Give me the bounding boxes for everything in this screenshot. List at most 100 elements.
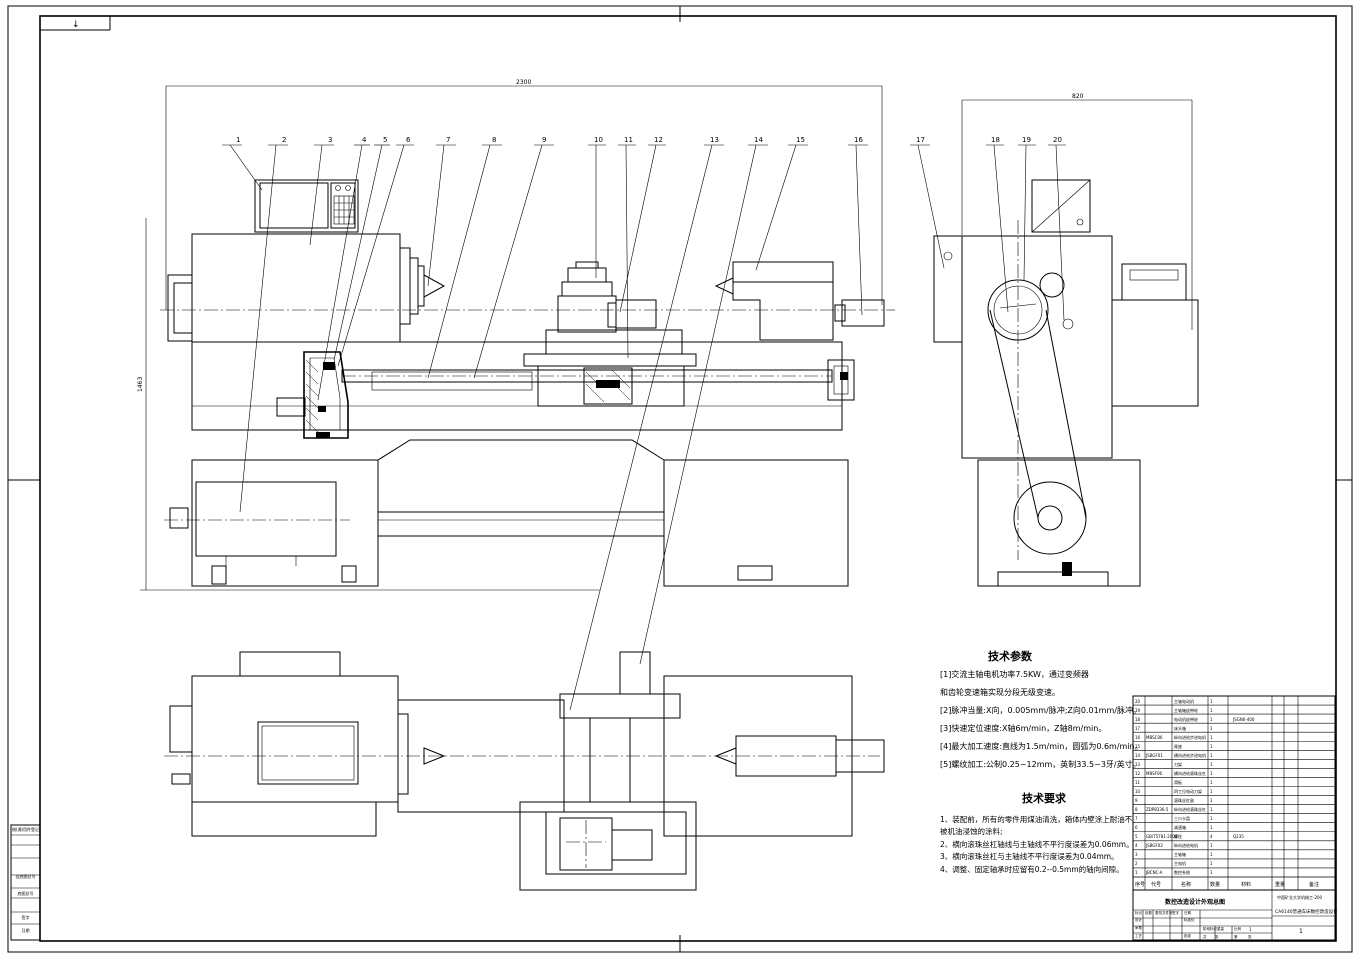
bom-cell-name: 横向进给滚珠丝杠 [1174,770,1206,776]
callout-7: 7 [446,136,450,144]
bom-cell-code: ZDP8336-5 [1146,807,1169,813]
bom-cell-no: 13 [1135,761,1141,767]
bom-cell-name: 主轴电动机 [1174,698,1194,704]
bom-header-qty: 数量 [1210,882,1221,888]
corner-mark: ↓ [72,20,80,30]
callout-3: 3 [328,136,332,144]
tb-label-design: 设计 [1135,918,1142,922]
leader-lines [222,144,1066,711]
callout-1: 1 [236,136,240,144]
title-block-grid [1133,890,1335,940]
design-name: CA6140普通车床数控改造设计 [1275,910,1338,915]
bom-cell-qty: 1 [1210,752,1213,758]
callout-6: 6 [406,136,411,144]
bom-cell-no: 8 [1135,807,1138,813]
tech-param-4: [3]快速定位速度:X轴6m/min，Z轴8m/min。 [940,724,1107,733]
tb-label-review: 审核 [1135,926,1142,930]
bom-cell-code: MBSC06 [1146,734,1163,740]
bom-cell-code: JBCNC-A [1146,870,1163,876]
bom-cell-no: 10 [1135,789,1141,794]
bom-cell-no: 20 [1135,698,1141,704]
bom-row-lines [1133,704,1335,878]
bom-cell-mat: JSGN0-400 [1233,716,1255,722]
callout-20: 20 [1053,136,1062,144]
bom-cell-no: 3 [1135,852,1138,858]
top-view [164,651,885,891]
bom-cell-no: 16 [1135,734,1141,740]
bom-cell-name: 纵向进给步进电机 [1174,734,1206,740]
callout-17: 17 [916,136,925,144]
tb-label-sheets: 张 [1215,935,1219,939]
bom-cell-qty: 1 [1210,707,1213,713]
tech-req-block: 技术要求 1、装配前，所有的零件用煤油清洗，箱体内壁涂上耐油不 被机油浸蚀的涂料… [940,792,1134,876]
bom-cell-no: 6 [1135,825,1138,831]
callout-4: 4 [362,136,367,144]
bom-cell-no: 1 [1135,870,1138,876]
bom-cell-no: 11 [1135,779,1141,785]
title-block: 数控改造设计外观总图 中国矿业大学机械工-200 CA6140普通车床数控改造设… [1133,890,1338,940]
dimension-lines: 2300 820 1463 [137,79,1193,591]
bom-cell-qty: 1 [1210,779,1213,785]
bom-grid [1132,695,1336,941]
tb-label-total: 共 [1203,935,1207,939]
callout-5: 5 [383,136,387,144]
bom-header-note: 备注 [1309,882,1320,888]
bom-cell-no: 19 [1135,707,1141,713]
callout-10: 10 [594,136,603,144]
tb-label-count: 处数 [1145,911,1152,915]
tb-label-weight: 重量 [1217,927,1224,931]
side-strip-grid [10,824,41,941]
bom-cell-qty: 1 [1210,843,1213,849]
tech-req-3: 2、横向滚珠丝杠轴线与主轴线不平行度误差为0.06mm。 [940,839,1134,849]
bom-cell-no: 14 [1135,752,1141,758]
bom-cell-name: 电动机皮带轮 [1174,716,1198,722]
tech-param-3: [2]脉冲当量:X向，0.005mm/脉冲;Z向0.01mm/脉冲。 [940,706,1141,715]
bom-cell-name: 主轴箱皮带轮 [1174,707,1198,713]
tech-req-title: 技术要求 [1022,792,1066,805]
tb-label-sign: 签字 [1172,911,1179,915]
bom-cell-mat: Q235 [1233,834,1244,840]
side-strip-label-2: 旧底图总号 [15,874,36,879]
bom-cell-no: 17 [1135,725,1141,731]
bom-cell-name: 尾座 [1174,743,1182,749]
bom-cell-code: JSBGF01 [1146,752,1163,758]
tech-param-2: 和齿轮变速箱实现分段无级变速。 [940,688,1060,697]
tech-params-title: 技术参数 [988,650,1032,663]
bom-cell-name: 四工位电动刀架 [1174,789,1202,794]
front-view [160,179,895,587]
tech-req-4: 3、横向滚珠丝杠与主轴线不平行度误差为0.04mm。 [940,852,1119,861]
bom-cell-qty: 1 [1210,770,1213,776]
tech-param-5: [4]最大加工速度:直线为1.5m/min，圆弧为0.6m/min。 [940,742,1143,751]
tech-param-6: [5]螺纹加工:公制0.25~12mm，英制33.5~3牙/英寸。 [940,760,1141,769]
bom-cell-no: 4 [1135,843,1138,849]
callout-18: 18 [991,136,1000,144]
bom-cell-qty: 1 [1210,716,1213,722]
bom-cell-qty: 1 [1210,798,1213,804]
bom-header-no: 序号 [1135,882,1146,888]
tb-label-mark: 标记 [1135,911,1142,915]
bom-cell-name: 滚珠丝杠副 [1174,798,1194,804]
bom-cell-qty: 1 [1210,743,1213,749]
tb-label-change: 更改文件号 [1155,911,1173,915]
callout-13: 13 [710,136,719,144]
side-strip-label-5: 日期 [21,928,30,933]
bom-cell-name: 纵向进给滚珠丝杠 [1174,807,1206,813]
bom-cell-name: 螺栓 [1174,834,1182,840]
tech-param-1: [1]交流主轴电机功率7.5KW，通过变频器 [940,670,1089,679]
callout-9: 9 [542,136,546,144]
callout-19: 19 [1022,136,1031,144]
bom-cell-name: 横向进给步进电机 [1174,752,1206,758]
tech-req-1: 1、装配前，所有的零件用煤油清洗，箱体内壁涂上耐油不 [940,814,1133,824]
scale-value: 1 [1299,928,1303,935]
tb-label-no: 第 [1234,935,1238,939]
bom-cell-code: MBSF06 [1146,770,1163,776]
bom-cell-name: 刀架 [1174,761,1182,767]
side-view [933,179,1199,587]
sheet-frame: ↓ [7,5,1353,953]
bom-cell-no: 5 [1135,834,1138,840]
callout-8: 8 [492,136,496,144]
bom-cell-name: 主电机 [1174,861,1186,867]
bom-cell-qty: 1 [1210,816,1213,822]
bom-cell-no: 12 [1135,770,1141,776]
dim-side-width: 820 [1072,93,1084,100]
